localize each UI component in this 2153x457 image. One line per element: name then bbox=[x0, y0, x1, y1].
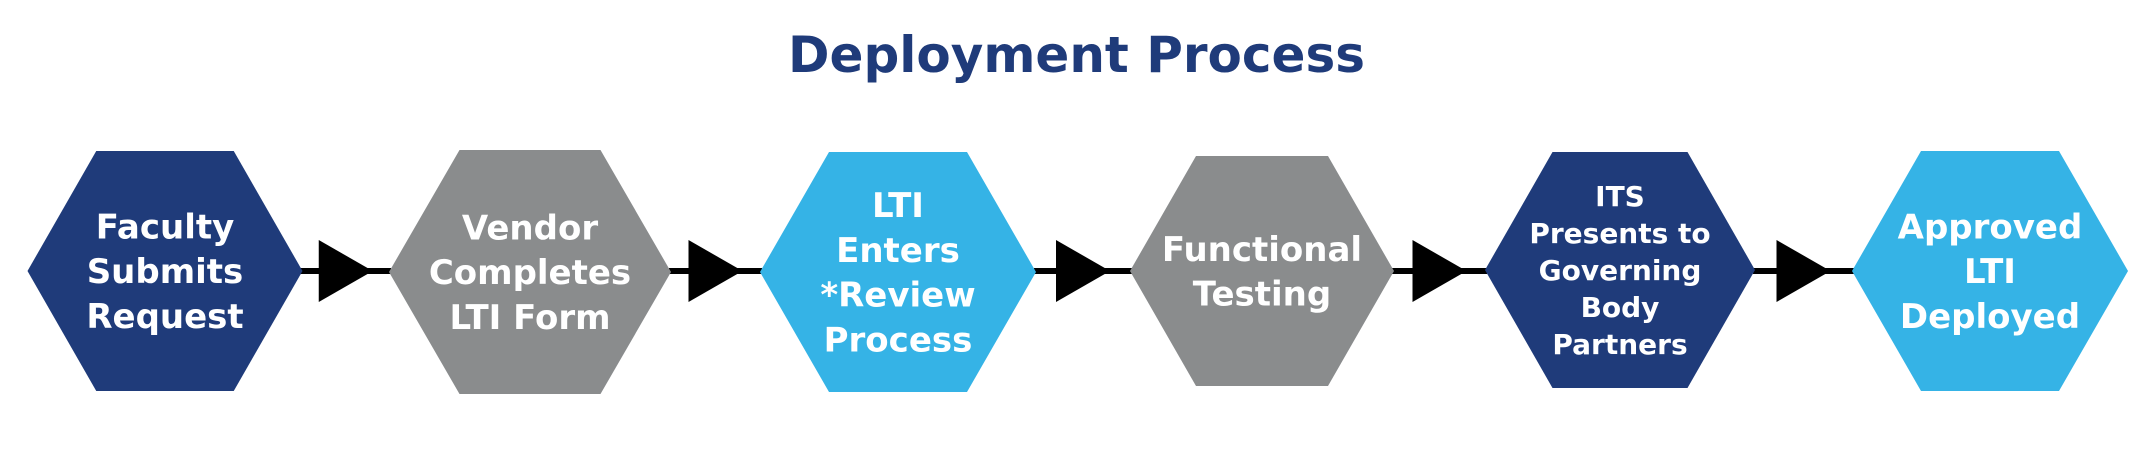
process-step-label-line: LTI bbox=[872, 186, 924, 226]
process-step-label-line: Presents to bbox=[1529, 217, 1710, 250]
process-step-label-line: Enters bbox=[836, 231, 960, 271]
process-step-label-line: *Review bbox=[820, 276, 975, 316]
arrow-right-icon bbox=[1776, 240, 1831, 302]
process-step-label-line: LTI Form bbox=[449, 298, 610, 338]
process-step-hexagon bbox=[1130, 156, 1394, 386]
process-step-hexagon bbox=[1485, 152, 1755, 388]
arrow-right-icon bbox=[1412, 240, 1467, 302]
process-step-label-line: ITS bbox=[1595, 180, 1645, 213]
process-step-label-line: Testing bbox=[1193, 275, 1331, 315]
process-step-hexagon bbox=[1852, 151, 2128, 391]
arrow-right-icon bbox=[1056, 240, 1110, 302]
process-step-label-line: Request bbox=[86, 297, 243, 337]
process-step-label-line: Approved bbox=[1898, 207, 2083, 247]
process-step-label-line: Deployed bbox=[1900, 297, 2080, 337]
process-step-label-line: Completes bbox=[429, 253, 631, 293]
process-step-label-line: Partners bbox=[1552, 328, 1687, 361]
arrow-right-icon bbox=[688, 240, 743, 302]
process-step-hexagon bbox=[760, 152, 1036, 392]
process-step-label-line: Functional bbox=[1162, 230, 1362, 270]
process-step-label-line: Process bbox=[824, 321, 973, 361]
process-step-label-line: Faculty bbox=[96, 207, 235, 247]
process-step-label-line: Vendor bbox=[462, 208, 598, 248]
process-step-hexagon bbox=[27, 151, 303, 391]
process-step-label-line: LTI bbox=[1964, 252, 2016, 292]
process-step-label-line: Governing bbox=[1539, 254, 1702, 287]
arrow-right-icon bbox=[318, 240, 373, 302]
page-title: Deployment Process bbox=[788, 26, 1365, 84]
process-step-label-line: Submits bbox=[87, 252, 244, 292]
process-step-hexagon bbox=[389, 150, 671, 394]
process-step-label-line: Body bbox=[1581, 291, 1660, 324]
